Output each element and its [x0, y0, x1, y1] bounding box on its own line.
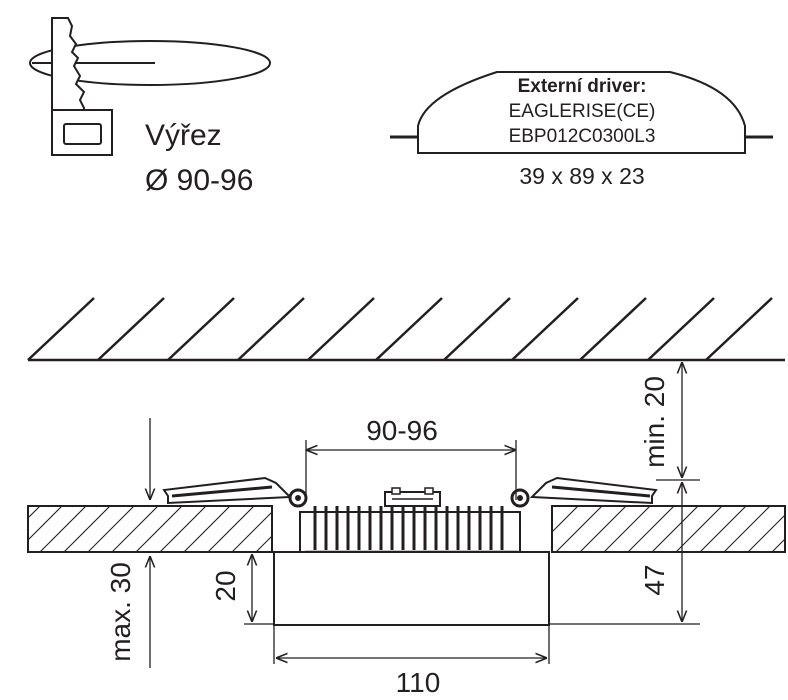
- driver-size: 39 x 89 x 23: [519, 163, 644, 189]
- driver-brand: EAGLERISE(CE): [509, 101, 656, 122]
- ceiling-hole-ellipse: [29, 40, 271, 86]
- fixture-box: [51, 109, 113, 156]
- dim-cutout-width: [305, 440, 517, 500]
- dim-visible-height: [244, 551, 274, 625]
- dim-outer-diameter-label: 110: [396, 667, 441, 698]
- luminaire: [162, 476, 658, 626]
- dim-min-clearance-label: min. 20: [639, 376, 670, 468]
- dim-cutout-width-label: 90-96: [366, 415, 438, 446]
- heat-sink: [299, 511, 521, 553]
- dim-total-height-label: 47: [639, 564, 670, 595]
- cutout-label: Výřez: [145, 119, 222, 152]
- heat-sink-fins: [313, 506, 504, 550]
- dim-outer-diameter: [273, 626, 550, 664]
- ceiling-board-right: [551, 505, 786, 553]
- driver-model: EBP012C0300L3: [509, 126, 656, 147]
- upper-ceiling: [27, 297, 785, 362]
- cutout-icon: [29, 17, 271, 156]
- dim-visible-height-label: 20: [210, 570, 241, 601]
- bezel: [273, 551, 550, 626]
- dim-max-ceiling-label: max. 30: [105, 562, 136, 662]
- dim-total-height: [550, 482, 700, 625]
- driver-title: Externí driver:: [518, 76, 647, 97]
- driver-icon: [390, 71, 773, 154]
- ceiling-board-left: [27, 505, 273, 553]
- driver-housing: [417, 71, 746, 154]
- dim-min-clearance: [656, 362, 700, 481]
- cutout-diameter: Ø 90-96: [145, 164, 253, 197]
- torn-strip: [51, 17, 86, 119]
